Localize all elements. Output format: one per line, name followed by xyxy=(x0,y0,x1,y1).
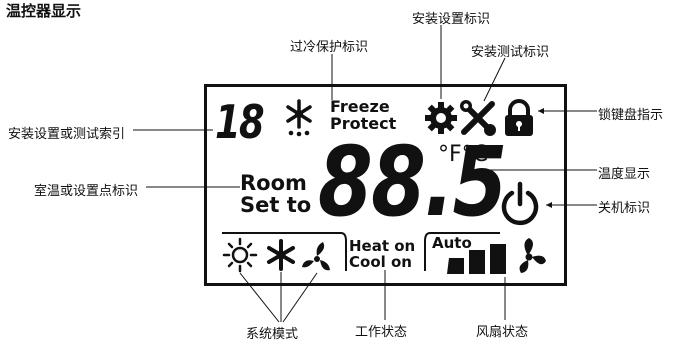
power-icon xyxy=(501,181,539,226)
label-fan-status: 风扇状态 xyxy=(476,325,529,340)
label-install-setting: 安装设置标识 xyxy=(412,12,491,27)
celsius-unit: °C xyxy=(461,142,489,167)
fan-status-icon xyxy=(519,238,546,273)
label-keypad-lock: 锁键盘指示 xyxy=(598,108,664,123)
label-setting-test-index: 安装设置或测试索引 xyxy=(8,127,126,142)
fan-icon xyxy=(302,242,330,271)
label-power-off: 关机标识 xyxy=(598,201,651,216)
wrench-screwdriver-icon xyxy=(460,100,496,136)
page-title: 温控器显示 xyxy=(6,2,82,20)
freeze-text: Freeze xyxy=(330,97,390,116)
heat-on-text: Heat on xyxy=(349,237,416,255)
callout-arrowheads xyxy=(538,108,552,208)
room-text: Room xyxy=(240,171,307,195)
index-digits: 18 xyxy=(215,95,265,149)
work-status-text: Heat on Cool on xyxy=(349,238,415,270)
set-to-text: Set to xyxy=(240,193,312,217)
label-install-test: 安装测试标识 xyxy=(471,45,550,60)
lock-icon xyxy=(505,99,533,136)
room-setto-label: Room Set to xyxy=(240,172,311,216)
label-system-mode: 系统模式 xyxy=(246,327,299,342)
snowflake-mode-icon xyxy=(267,239,295,271)
fan-auto-text: Auto xyxy=(432,234,472,252)
protect-text: Protect xyxy=(330,114,397,133)
fan-speed-bars-icon xyxy=(447,244,506,274)
fahrenheit-unit: °F xyxy=(438,142,462,167)
sun-icon xyxy=(222,237,258,273)
snowflake-icon xyxy=(286,99,312,137)
label-work-status: 工作状态 xyxy=(355,325,408,340)
label-overcool-protect: 过冷保护标识 xyxy=(290,40,369,55)
label-room-setpoint: 室温或设置点标识 xyxy=(34,184,139,199)
leader-lines xyxy=(133,25,597,323)
temperature-digits: 88.5 xyxy=(318,126,507,238)
freeze-protect-label: Freeze Protect xyxy=(330,98,396,132)
gear-icon xyxy=(425,102,457,134)
label-temp-display: 温度显示 xyxy=(598,167,651,182)
cool-on-text: Cool on xyxy=(349,253,412,271)
status-bracket-lines xyxy=(222,232,500,271)
